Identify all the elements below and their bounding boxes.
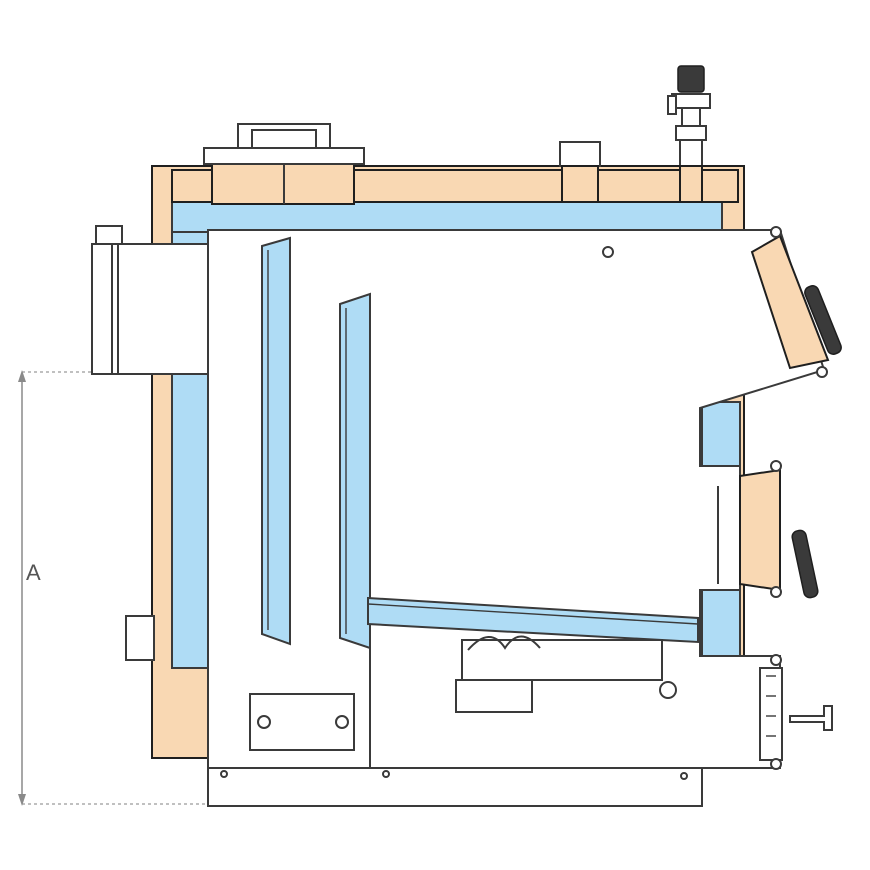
dimension-a: [18, 370, 208, 806]
upper-loading-door: [750, 226, 842, 378]
sensor-port: [602, 246, 614, 258]
middle-door: [717, 460, 819, 599]
top-cleaning-lid: [203, 123, 365, 205]
water-baffle-1: [261, 236, 291, 646]
cleaning-hatch: [249, 693, 355, 751]
base-plate: [207, 767, 703, 807]
lower-ash-door: [759, 654, 833, 770]
grate-water-tube: [367, 596, 699, 644]
return-pipe: [125, 615, 155, 661]
safety-valve: [667, 65, 711, 203]
ash-tray: [455, 635, 677, 713]
water-baffle-2: [339, 292, 371, 650]
top-outlet-pipe: [559, 141, 601, 203]
dimension-label-a: A: [26, 560, 41, 585]
flue-outlet-pipe: [91, 225, 209, 375]
